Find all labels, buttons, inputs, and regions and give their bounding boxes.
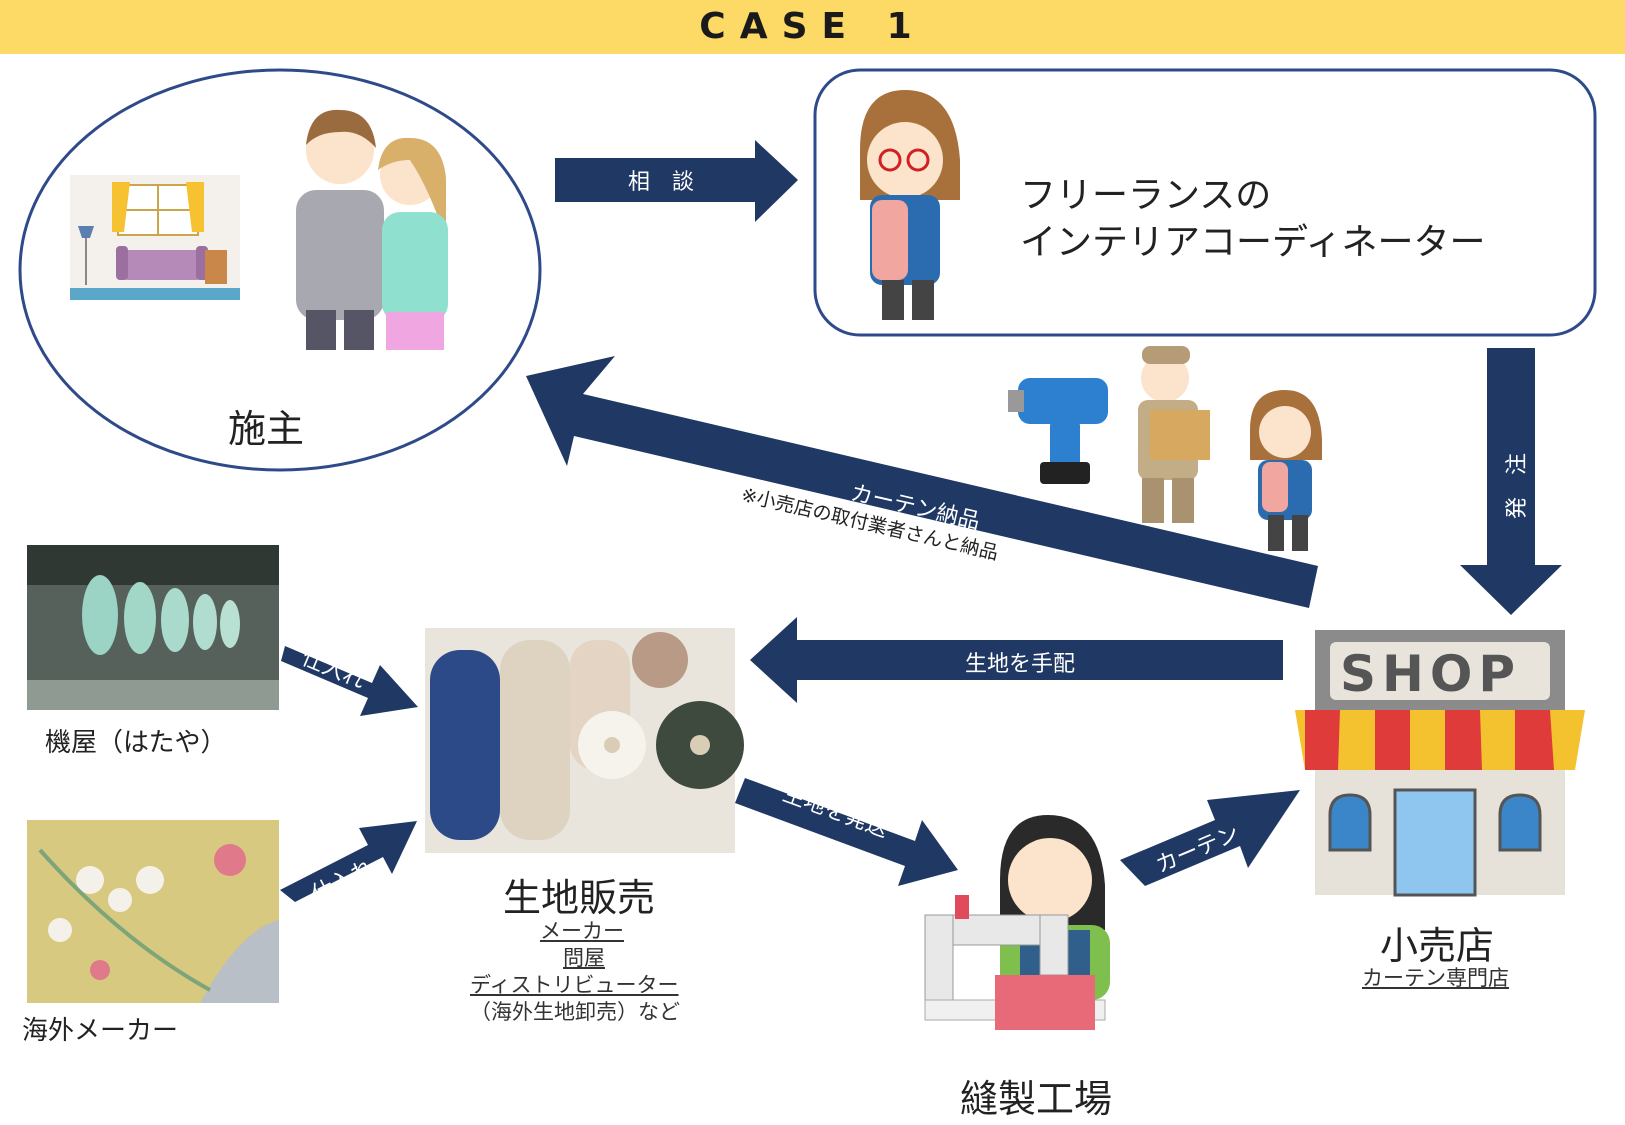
header-banner [0,0,1625,54]
client-label: 施主 [228,407,305,451]
order-arrow-label: 発 注 [1505,452,1531,520]
consult-arrow [555,140,798,222]
coordinator-label-line1: フリーランスの [1020,175,1272,216]
fabric-sub-distributor: ディストリビューター [470,973,679,997]
sewing-label: 縫製工場 [960,1077,1113,1121]
coordinator-label-line2: インテリアコーディネーター [1020,222,1486,263]
shop-sub-label: カーテン専門店 [1362,966,1509,990]
overseas-photo [27,820,279,1003]
coordinator-illustration [860,90,960,320]
fabric-photo [425,628,744,853]
coordinator-box [813,68,1597,337]
shop-illustration [1295,630,1585,897]
curtain-arrow [1120,790,1300,886]
sewing-illustration [924,815,1110,1030]
arrange-arrow [750,617,1283,703]
arrange-arrow-label: 生地を手配 [965,652,1076,677]
room-illustration [70,175,240,300]
ship-arrow [735,778,958,886]
shop-sign: SHOP [1340,645,1522,703]
fabric-sub-maker: メーカー [540,919,624,943]
loom-label: 機屋（はたや） [45,728,227,758]
overseas-label: 海外メーカー [22,1016,179,1046]
purchase1-arrow [281,646,418,716]
consult-arrow-label: 相 談 [628,170,695,195]
couple-illustration [296,109,448,350]
deliver-arrow [526,356,1318,608]
loom-photo [27,545,279,710]
fabric-label: 生地販売 [503,876,656,920]
purchase2-arrow [280,821,417,902]
installer-illustration [1008,346,1322,551]
page-title: CASE 1 [699,6,926,47]
order-arrow [1460,348,1562,615]
shop-label: 小売店 [1380,924,1495,968]
fabric-sub-overseas: （海外生地卸売）など [470,1000,680,1024]
fabric-sub-wholesaler: 問屋 [563,946,605,970]
arrows [280,140,1562,902]
